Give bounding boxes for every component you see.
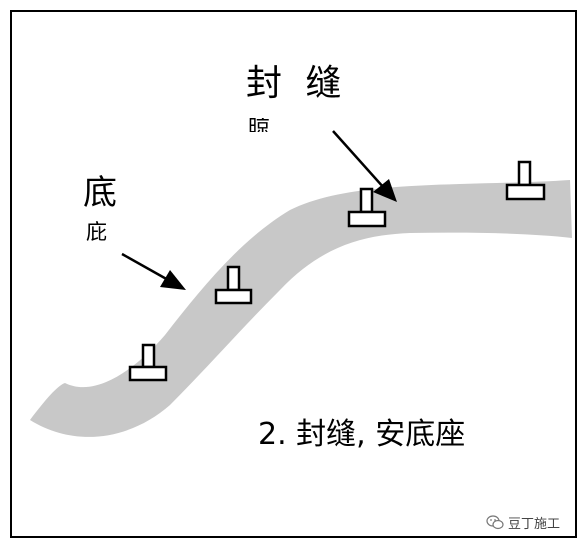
wechat-icon <box>486 515 504 530</box>
base-seat-icon <box>214 265 253 305</box>
seal-sub-label: 晾 <box>248 118 271 132</box>
seal-label: 封 缝 <box>246 63 348 104</box>
base-sub-label: 庇 <box>86 220 107 244</box>
arrow-icon <box>121 252 186 290</box>
outer-border <box>10 10 577 538</box>
base-seat-icon <box>347 187 387 228</box>
base-seat-icon <box>505 160 546 201</box>
watermark-text: 豆丁施工 <box>508 517 561 532</box>
watermark: 豆丁施工 <box>486 513 560 532</box>
base-label: 底 <box>83 173 117 213</box>
arrow-icon <box>332 130 397 202</box>
step-caption: 2. 封缝, 安底座 <box>258 417 466 452</box>
base-seat-icon <box>128 343 168 382</box>
gray-band <box>30 180 572 437</box>
